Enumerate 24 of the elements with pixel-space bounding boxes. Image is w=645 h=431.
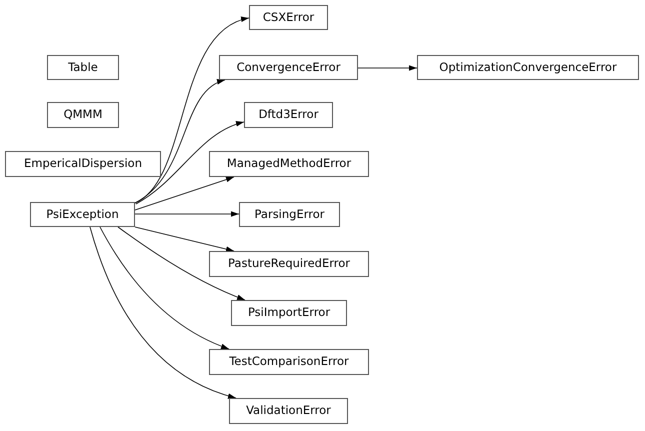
class-box: CSXError bbox=[249, 5, 328, 30]
arrow bbox=[100, 226, 230, 350]
class-box: OptimizationConvergenceError bbox=[417, 55, 639, 80]
arrow bbox=[134, 80, 226, 204]
arrow bbox=[134, 211, 240, 217]
class-box: ManagedMethodError bbox=[209, 151, 369, 177]
arrow bbox=[134, 226, 234, 252]
class-box: PsiException bbox=[30, 202, 135, 227]
class-box: ParsingError bbox=[239, 202, 340, 227]
class-box: Table bbox=[47, 55, 119, 80]
arrow bbox=[134, 176, 234, 210]
class-box: ValidationError bbox=[229, 398, 348, 424]
arrow bbox=[134, 18, 250, 204]
arrow bbox=[118, 226, 246, 300]
class-box: PsiImportError bbox=[231, 300, 347, 326]
arrow bbox=[136, 122, 244, 204]
class-box: TestComparisonError bbox=[209, 349, 369, 375]
class-box: PastureRequiredError bbox=[209, 251, 369, 277]
class-box: QMMM bbox=[47, 102, 119, 128]
class-box: ConvergenceError bbox=[219, 55, 358, 80]
arrow bbox=[358, 65, 418, 71]
arrow bbox=[90, 226, 236, 398]
class-box: EmpericalDispersion bbox=[5, 151, 161, 177]
class-box: Dftd3Error bbox=[244, 102, 333, 128]
